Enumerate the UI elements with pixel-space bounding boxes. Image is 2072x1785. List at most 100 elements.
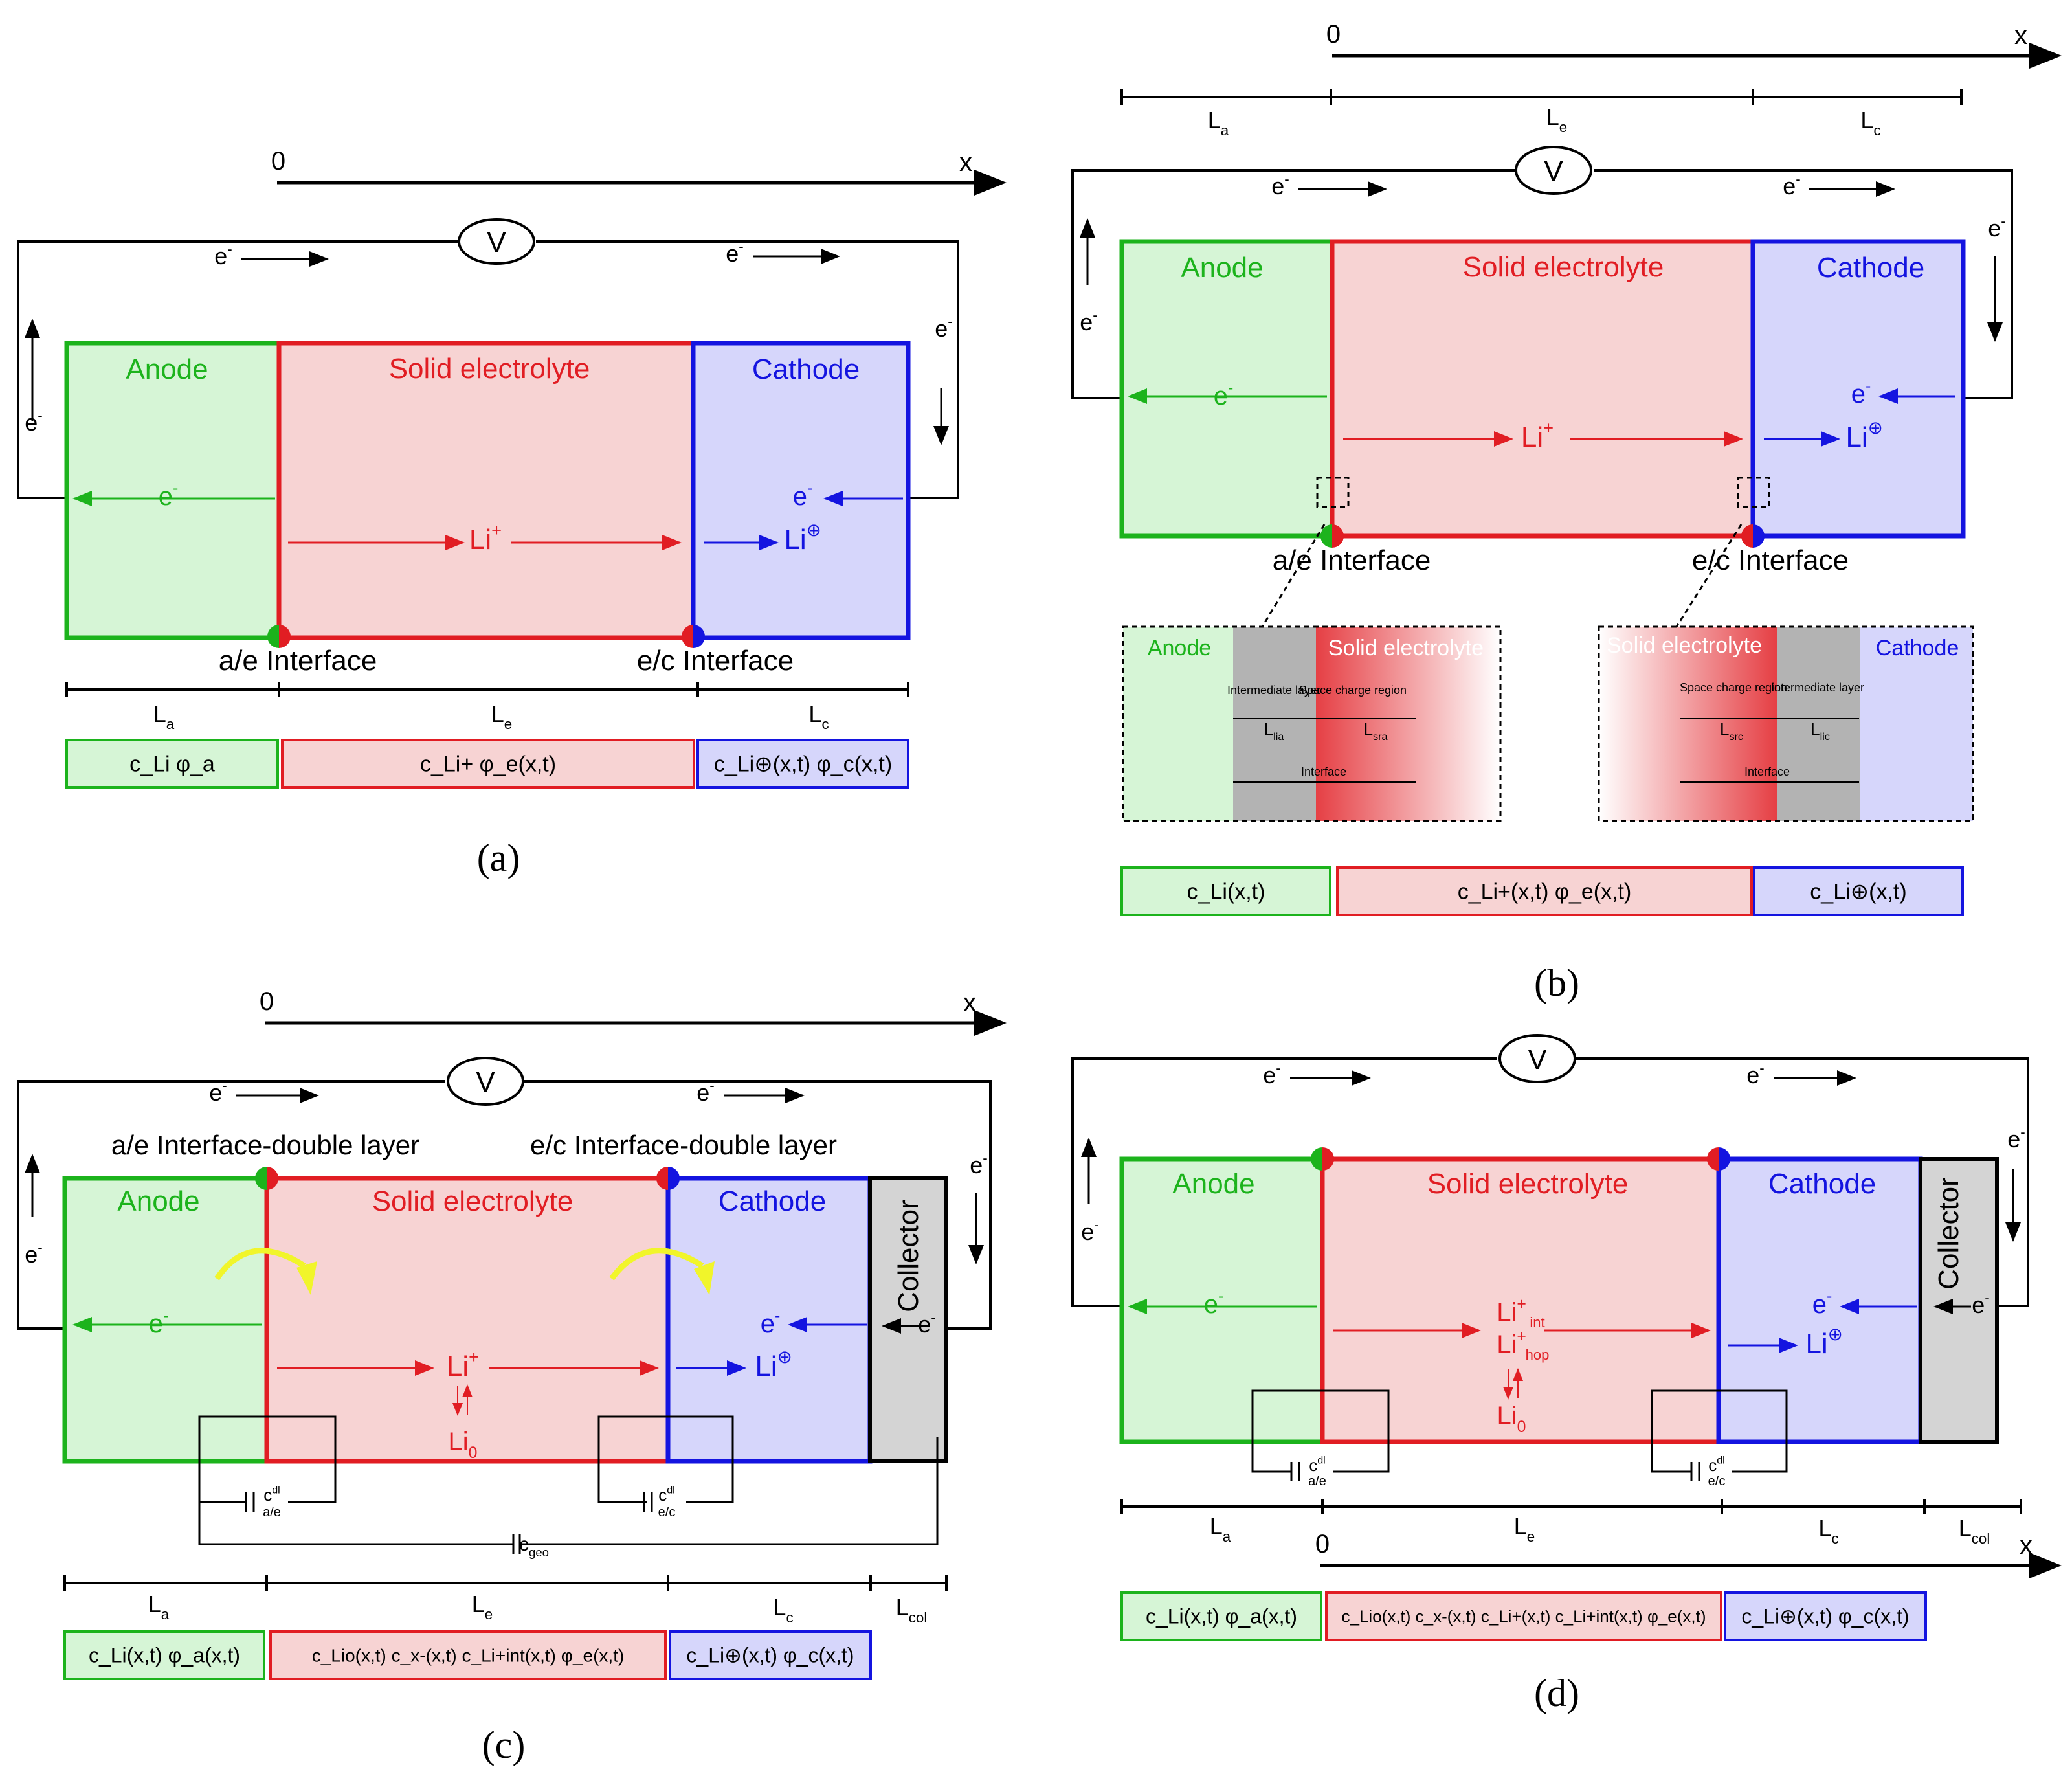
Lcol-d-sub: col bbox=[1972, 1531, 1990, 1547]
cdl-ec-d-base: c bbox=[1708, 1455, 1717, 1475]
e-cathode-b-sub: - bbox=[1866, 377, 1871, 395]
cathode-label-b: Cathode bbox=[1817, 252, 1924, 284]
Lc-b-sub: c bbox=[1873, 122, 1880, 139]
var-b-electrolyte bbox=[1336, 866, 1753, 916]
e-a-left: e- bbox=[25, 407, 42, 436]
e-a-right-sub: - bbox=[948, 313, 952, 330]
zoom-ae-il-label: Intermediate layer bbox=[1227, 684, 1320, 697]
cdl-ae-c-base: c bbox=[263, 1485, 272, 1505]
zoom-ae-scr-label: Space charge region bbox=[1299, 684, 1407, 697]
e-a-top1-base: e bbox=[214, 243, 227, 269]
zoom-ec-electrolyte-label: Solid electrolyte bbox=[1607, 633, 1762, 658]
ec-dot-c-left bbox=[656, 1167, 668, 1190]
e-anode-d-base: e bbox=[1204, 1290, 1218, 1319]
li-a-sub: + bbox=[491, 520, 502, 540]
ec-dot-b-left bbox=[1741, 524, 1753, 548]
e-anode-a-sub: - bbox=[173, 480, 178, 497]
axis-d-x: x bbox=[2020, 1531, 2033, 1560]
Le-a-sub: e bbox=[504, 716, 512, 732]
axis-b-x: x bbox=[2014, 21, 2027, 50]
Llic-base: L bbox=[1810, 719, 1820, 739]
li-cat-d-sub: ⊕ bbox=[1828, 1324, 1843, 1344]
e-anode-d: e- bbox=[1204, 1288, 1224, 1319]
e-a-top2-base: e bbox=[726, 240, 739, 267]
e-c-right-base: e bbox=[970, 1152, 983, 1178]
Lc-a: Lc bbox=[808, 701, 829, 732]
e-c-top2: e- bbox=[696, 1077, 714, 1106]
electrolyte-label-c: Solid electrolyte bbox=[372, 1185, 574, 1217]
e-collector-c-sub: - bbox=[931, 1309, 935, 1325]
li-int-d-base: Li bbox=[1497, 1298, 1517, 1327]
var-d-cathode-text: c_Li⊕(x,t) φ_c(x,t) bbox=[1741, 1605, 1909, 1628]
ec-dot-c-right bbox=[668, 1167, 680, 1190]
electrolyte-c bbox=[264, 1176, 671, 1464]
axis-b-origin: 0 bbox=[1326, 20, 1341, 49]
e-d-top1: e- bbox=[1263, 1060, 1280, 1088]
voltmeter-label: V bbox=[1544, 155, 1563, 187]
var-a-electrolyte bbox=[281, 739, 695, 789]
circuit-ae-d bbox=[1251, 1389, 1390, 1473]
e-b-top1: e- bbox=[1271, 171, 1289, 199]
Lsrc-sub: src bbox=[1729, 731, 1743, 743]
Le-b-base: L bbox=[1546, 104, 1559, 130]
li-int-sub-d: int bbox=[1530, 1314, 1544, 1330]
La-b-sub: a bbox=[1221, 122, 1229, 139]
li-hop-d: Li+ bbox=[1497, 1328, 1526, 1359]
e-cathode-c: e- bbox=[761, 1307, 781, 1338]
zoom-ec-cathode-label: Cathode bbox=[1876, 636, 1959, 660]
e-collector-d: e- bbox=[1972, 1290, 1989, 1318]
e-collector-c-base: e bbox=[918, 1311, 931, 1338]
Lc-c-base: L bbox=[773, 1594, 786, 1621]
cdl-ec-sub-c: e/c bbox=[658, 1505, 676, 1520]
zoom-ec-interface-label: Interface bbox=[1744, 765, 1790, 778]
var-c-anode-text: c_Li(x,t) φ_a(x,t) bbox=[89, 1644, 240, 1667]
e-c-left-sub: - bbox=[38, 1239, 42, 1255]
e-anode-b-sub: - bbox=[1228, 379, 1233, 397]
e-b-left-sub: - bbox=[1093, 307, 1097, 323]
e-d-top2: e- bbox=[1746, 1060, 1764, 1088]
zoom-ec-il-label: Intermediate layer bbox=[1771, 681, 1864, 694]
li-cat-a: Li⊕ bbox=[784, 520, 821, 556]
e-anode-d-sub: - bbox=[1218, 1288, 1223, 1305]
cathode-label-c: Cathode bbox=[719, 1185, 826, 1217]
zoom-ae-anode-label: Anode bbox=[1148, 636, 1211, 660]
li-cat-c-sub: ⊕ bbox=[777, 1347, 792, 1367]
ae-dot-c-right bbox=[267, 1167, 278, 1190]
e-cathode-a-base: e bbox=[793, 482, 807, 511]
wire-c-left bbox=[17, 1080, 445, 1330]
zoom-ec-scr-label: Space charge region bbox=[1680, 681, 1787, 694]
Lc-c: Lc bbox=[773, 1594, 793, 1626]
e-b-right: e- bbox=[1988, 213, 2005, 241]
e-c-top1: e- bbox=[209, 1077, 227, 1106]
var-a-cathode-text: c_Li⊕(x,t) φ_c(x,t) bbox=[714, 752, 892, 776]
cdl-ae-d-sub: dl bbox=[1317, 1454, 1326, 1466]
wire-b-right bbox=[1594, 169, 2013, 399]
e-a-top2: e- bbox=[726, 238, 743, 267]
var-d-electrolyte-text: c_Lio(x,t) c_x-(x,t) c_Li+(x,t) c_Li+int… bbox=[1342, 1607, 1706, 1626]
e-d-top2-sub: - bbox=[1759, 1060, 1764, 1076]
Lc-a-sub: c bbox=[821, 716, 829, 732]
cdl-ec-c-base: c bbox=[658, 1485, 667, 1505]
voltmeter-ellipse bbox=[1515, 146, 1592, 195]
e-a-top1-sub: - bbox=[227, 241, 232, 257]
Lc-d: Lc bbox=[1818, 1515, 1838, 1547]
e-anode-c-base: e bbox=[149, 1310, 163, 1338]
anode-c bbox=[62, 1176, 269, 1464]
var-d-anode-text: c_Li(x,t) φ_a(x,t) bbox=[1146, 1605, 1297, 1628]
e-anode-c: e- bbox=[149, 1307, 169, 1338]
Lsrc: Lsrc bbox=[1720, 719, 1743, 743]
var-d-electrolyte bbox=[1325, 1591, 1722, 1641]
e-b-top1-sub: - bbox=[1284, 171, 1289, 187]
li-cat-a-sub: ⊕ bbox=[807, 520, 821, 540]
e-d-left: e- bbox=[1081, 1217, 1098, 1245]
anode-b bbox=[1119, 239, 1335, 539]
wire-b-left bbox=[1071, 169, 1515, 399]
ae-dot-c-left bbox=[255, 1167, 267, 1190]
ae-dot-b-left bbox=[1320, 524, 1332, 548]
e-b-top1-base: e bbox=[1271, 173, 1284, 199]
La-a: La bbox=[153, 701, 175, 732]
La-a-sub: a bbox=[166, 716, 175, 732]
Lsrc-base: L bbox=[1720, 719, 1729, 739]
e-a-top2-sub: - bbox=[739, 238, 743, 254]
